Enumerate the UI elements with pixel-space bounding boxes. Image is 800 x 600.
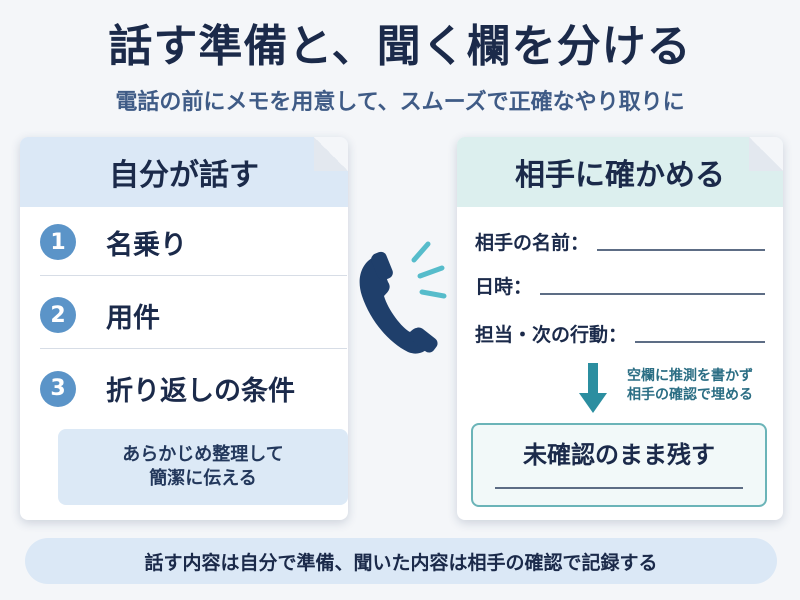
step-number-badge: 2: [40, 297, 76, 333]
step-item: 1 名乗り: [40, 209, 347, 276]
prepare-note-line: 簡潔に伝える: [149, 468, 257, 489]
speak-card-title: 自分が話す: [20, 137, 348, 207]
unconfirmed-box: 未確認のまま残す: [471, 423, 767, 507]
prepare-note-line: あらかじめ整理して: [122, 443, 284, 465]
prepare-note: あらかじめ整理して 簡潔に伝える: [58, 429, 348, 505]
step-number-badge: 3: [40, 370, 76, 407]
step-label: 名乗り: [106, 229, 187, 261]
datetime-field-label: 日時：: [475, 276, 533, 298]
name-field-line[interactable]: [597, 249, 765, 251]
speak-card: 自分が話す 1 名乗り 2 用件 3 折り返しの条件 あらかじめ整理して 簡潔に…: [20, 137, 348, 520]
arrow-note: 空欄に推測を書かず 相手の確認で埋める: [627, 367, 777, 405]
arrow-note-line: 相手の確認で埋める: [627, 386, 753, 403]
next-action-field-label: 担当・次の行動：: [475, 324, 628, 346]
footer-summary: 話す内容は自分で準備、聞いた内容は相手の確認で記録する: [25, 538, 777, 584]
unconfirmed-label: 未確認のまま残す: [523, 441, 715, 469]
page-fold: [314, 137, 348, 171]
datetime-field[interactable]: 日時：: [475, 269, 765, 299]
phone-icon: [352, 238, 456, 358]
footer-text: 話す内容は自分で準備、聞いた内容は相手の確認で記録する: [144, 551, 658, 574]
arrow-note-line: 空欄に推測を書かず: [627, 368, 753, 384]
unconfirmed-line[interactable]: [495, 487, 743, 489]
datetime-field-line[interactable]: [540, 293, 765, 295]
step-item: 2 用件: [40, 282, 347, 349]
page-fold: [749, 137, 783, 171]
arrow-down-icon: [579, 363, 607, 415]
next-action-field[interactable]: 担当・次の行動：: [475, 317, 765, 347]
step-label: 用件: [106, 302, 160, 334]
step-number-badge: 1: [40, 224, 76, 260]
name-field-label: 相手の名前：: [475, 232, 590, 254]
page-subtitle: 電話の前にメモを用意して、スムーズで正確なやり取りに: [115, 90, 685, 115]
confirm-card-title: 相手に確かめる: [457, 137, 783, 207]
next-action-field-line[interactable]: [635, 341, 765, 343]
step-label: 折り返しの条件: [106, 376, 295, 407]
confirm-card: 相手に確かめる 相手の名前： 日時： 担当・次の行動： 空欄に推測を書かず 相手…: [457, 137, 783, 520]
page-title: 話す準備と、聞く欄を分ける: [108, 21, 692, 72]
name-field[interactable]: 相手の名前：: [475, 225, 765, 255]
step-item: 3 折り返しの条件: [40, 355, 347, 422]
